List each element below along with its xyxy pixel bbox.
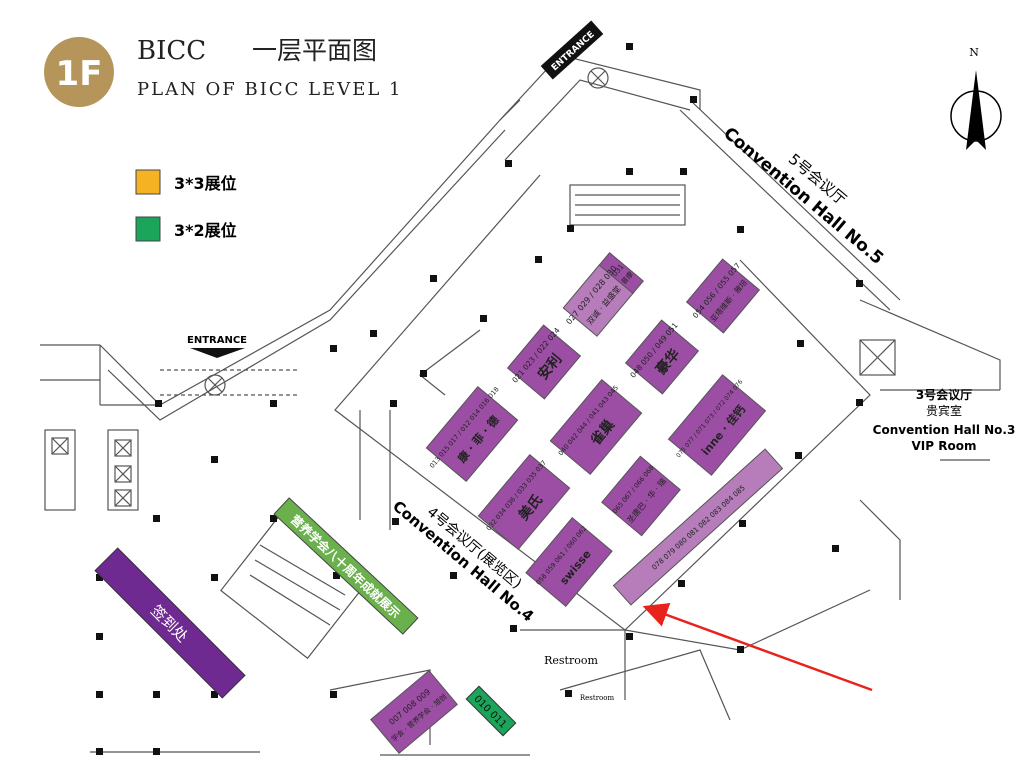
entrance-top: ENTRANCE bbox=[540, 20, 604, 80]
compass-label: N bbox=[969, 46, 979, 59]
green-booth: 010 011 bbox=[465, 685, 517, 737]
legend-label-3x2: 3*2展位 bbox=[174, 221, 237, 240]
header: 1F BICC 一层平面图 PLAN OF BICC LEVEL 1 bbox=[44, 36, 402, 107]
legend-label-3x3: 3*3展位 bbox=[174, 174, 237, 193]
entrance-left-arrow-icon bbox=[190, 348, 245, 358]
north-arrow-icon bbox=[966, 70, 986, 150]
pointer-arrow bbox=[642, 602, 873, 692]
level-badge-label: 1F bbox=[56, 54, 103, 94]
achievement-banner-label: 营养学会八十周年成就展示 bbox=[288, 512, 404, 621]
booth-block-b11: 058 059 061 / 060 062 swisse bbox=[525, 517, 613, 607]
building-walls bbox=[40, 54, 1001, 756]
hall-5-label: 5号会议厅 Convention Hall No.5 bbox=[719, 124, 887, 269]
compass: N bbox=[950, 46, 1002, 150]
hall-3-label: 3号会议厅 贵宾室 Convention Hall No.3 VIP Room bbox=[873, 387, 1016, 453]
booth-block-b5: 048 050 / 049 051 豪华 bbox=[624, 319, 700, 395]
restroom-small-label: Restroom bbox=[580, 694, 615, 702]
subtitle: PLAN OF BICC LEVEL 1 bbox=[137, 79, 402, 100]
booth-block-b3: 054 056 / 055 057 亚塔维斯 · 雅培 bbox=[685, 258, 761, 334]
signin-desk: 签到处 bbox=[94, 547, 246, 699]
restroom-label: Restroom bbox=[544, 654, 598, 667]
level-badge bbox=[44, 37, 114, 107]
hall-5-label-en: Convention Hall No.5 bbox=[719, 124, 887, 269]
booth-block-b1: 027 029 / 028 030 双诚 · 益盛堂 031 普康 bbox=[562, 252, 644, 337]
booth-block-b10: 065 067 / 066 068 圣唐巴 · 华 · 瑞 bbox=[601, 455, 681, 537]
booth-block-b4: 021 023 / 022 024 安利 bbox=[506, 324, 582, 400]
entrance-left-label: ENTRANCE bbox=[187, 335, 247, 346]
legend-swatch-3x3 bbox=[135, 169, 161, 195]
booth-block-b6: 013 015 017 / 012 014 016 018 康 · 菲 · 德 bbox=[425, 385, 519, 483]
hall-3-label-cn: 3号会议厅 bbox=[916, 387, 972, 402]
legend: 3*3展位 3*2展位 bbox=[135, 169, 237, 242]
hall-3-label-cn2: 贵宾室 bbox=[926, 403, 962, 418]
title-cn: 一层平面图 bbox=[252, 36, 377, 65]
title-en: BICC bbox=[137, 36, 206, 66]
entrance-left: ENTRANCE bbox=[187, 335, 247, 358]
booth-block-b7: 040 042 044 / 041 043 045 雀巢 bbox=[549, 378, 643, 476]
booth-block-b13: 007 008 009 学会 · 营养学会 · 旭创 bbox=[370, 670, 458, 754]
hall-3-label-en: Convention Hall No.3 bbox=[873, 423, 1016, 437]
columns bbox=[96, 43, 863, 755]
hall-3-label-en2: VIP Room bbox=[912, 439, 977, 453]
legend-swatch-3x2 bbox=[135, 216, 161, 242]
